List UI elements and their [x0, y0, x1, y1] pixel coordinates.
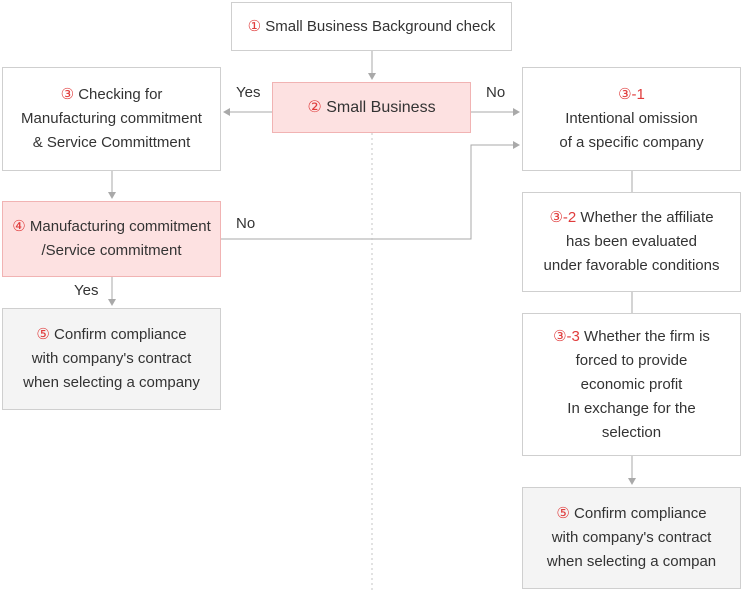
node-line-3: when selecting a compan	[546, 553, 717, 570]
node-small-business: ② Small Business	[272, 82, 471, 133]
node-line-3: & Service Committment	[32, 134, 191, 151]
step-number: ⑤	[36, 326, 50, 343]
node-line-2: with company's contract	[551, 529, 712, 546]
node-affiliate-evaluation: ③-2 Whether the affiliate has been evalu…	[522, 192, 741, 292]
step-number: ③-3	[553, 327, 580, 345]
node-line-1: ③-3 Whether the firm is	[553, 325, 710, 349]
node-commitment: ④ Manufacturing commitment /Service comm…	[2, 201, 221, 277]
step-number: ②	[307, 98, 322, 116]
node-intentional-omission: ③-1 Intentional omission of a specific c…	[522, 67, 741, 171]
node-line-1: ③ Checking for	[61, 83, 163, 107]
node-text-background-check: ① Small Business Background check	[248, 15, 496, 39]
node-line-3: when selecting a company	[23, 374, 200, 391]
node-line-1: Intentional omission	[565, 110, 698, 127]
edge-label-no-commitment: No	[236, 215, 256, 232]
node-confirm-compliance-left: ⑤ Confirm compliance with company's cont…	[2, 308, 221, 410]
node-line: Confirm compliance	[54, 326, 187, 343]
step-number: ⑤	[556, 505, 570, 522]
node-line-1: ③-2 Whether the affiliate	[549, 206, 713, 230]
node-line-2: has been evaluated	[566, 233, 697, 250]
node-line-2: Manufacturing commitment	[21, 110, 202, 127]
node-line: Whether the affiliate	[580, 209, 714, 226]
node-line: Confirm compliance	[574, 505, 707, 522]
edge-label-yes-checking: Yes	[236, 84, 261, 101]
node-line-2: forced to provide	[575, 351, 688, 369]
edge-label-yes-confirm: Yes	[74, 282, 99, 299]
node-line-5: selection	[601, 423, 662, 441]
node-line-1: ⑤ Confirm compliance	[556, 502, 706, 526]
node-line-3: economic profit	[580, 375, 683, 393]
node-line: Checking for	[78, 86, 163, 103]
node-forced-economic-profit: ③-3 Whether the firm is forced to provid…	[522, 313, 741, 456]
node-line-2: of a specific company	[559, 134, 704, 151]
node-line: Small Business Background check	[265, 17, 496, 35]
node-text-small-business: ② Small Business	[307, 96, 435, 120]
step-number: ④	[12, 218, 26, 235]
node-line-1: ⑤ Confirm compliance	[36, 323, 186, 347]
node-line-3: under favorable conditions	[543, 257, 720, 274]
node-line-1: ④ Manufacturing commitment	[12, 215, 211, 239]
node-background-check: ① Small Business Background check	[231, 2, 512, 51]
node-line: Small Business	[326, 98, 436, 116]
node-confirm-compliance-right: ⑤ Confirm compliance with company's cont…	[522, 487, 741, 589]
arrow-commitment-no-to-omission	[221, 141, 520, 240]
step-number: ③-2	[549, 209, 577, 226]
node-checking-commitment: ③ Checking for Manufacturing commitment …	[2, 67, 221, 171]
step-number: ①	[247, 17, 262, 35]
node-line-4: In exchange for the	[567, 399, 696, 417]
node-line-2: with company's contract	[31, 350, 192, 367]
node-line: Manufacturing commitment	[29, 218, 211, 235]
node-line: Whether the firm is	[584, 327, 710, 345]
step-number: ③	[60, 86, 75, 103]
node-line-2: /Service commitment	[41, 242, 182, 259]
step-number: ③-1	[618, 86, 645, 103]
edge-label-no-omission: No	[486, 84, 506, 101]
